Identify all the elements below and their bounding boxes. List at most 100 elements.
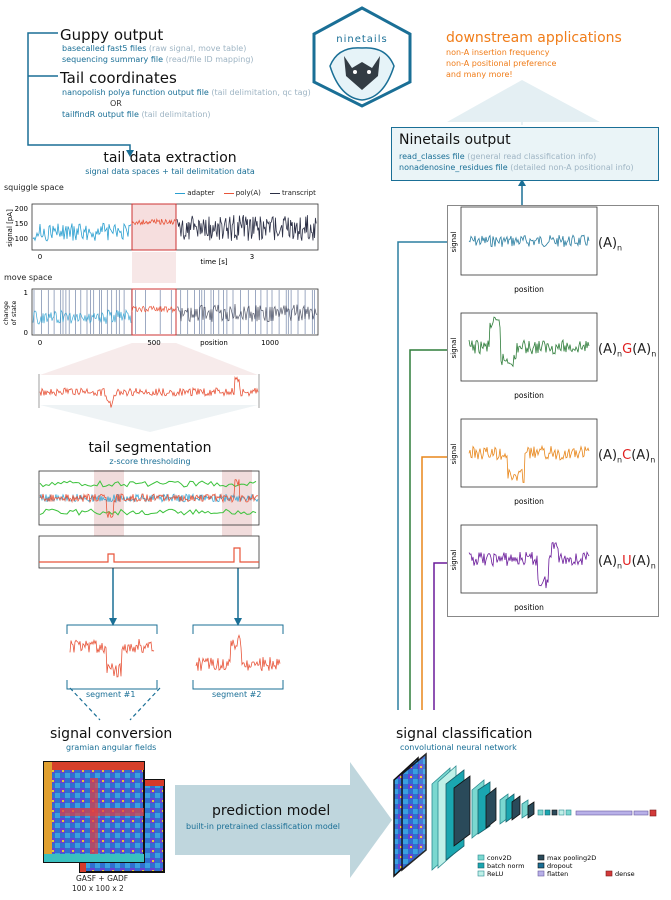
legend-swatch-adapter	[175, 192, 185, 194]
ninetails-output-line2: nonadenosine_residues file (detailed non…	[399, 163, 634, 173]
panel-label-mod: U	[622, 554, 632, 569]
panel-ylabel: signal	[450, 338, 458, 359]
legend-transcript: transcript	[282, 189, 316, 197]
squiggle-xtick-3: 3	[250, 253, 254, 261]
move-ytick-1: 1	[24, 289, 28, 297]
segmentation-subtitle: z-score thresholding	[109, 457, 191, 466]
seg1-trace-line	[69, 638, 155, 678]
zoom-trace-line	[39, 375, 259, 408]
panel-label-pre: (A)	[598, 342, 618, 357]
tail-coords-line1-note: (tail delimitation, qc tag)	[211, 88, 311, 97]
extraction-title: tail data extraction	[103, 150, 237, 166]
panel-label-pre: (A)	[598, 448, 618, 463]
ninetails-output-box: Ninetails output read_classes file (gene…	[391, 127, 659, 181]
panel-class-label: (A)nU(A)n	[598, 554, 656, 571]
ninetails-output-line1-note: (general read classification info)	[467, 152, 597, 161]
squiggle-ylabel: signal [pA]	[6, 209, 14, 247]
tail-coords-line2: tailfindR output file (tail delimitation…	[62, 110, 211, 120]
guppy-line1-main: basecalled fast5 files	[62, 44, 147, 53]
ninetails-logo: ninetails	[312, 6, 412, 108]
ninetails-output-line2-note: (detailed non-A positional info)	[510, 163, 634, 172]
prediction-title: prediction model	[212, 803, 331, 819]
move-ylabel-1: change	[2, 301, 10, 325]
cnn-diagram: conv2D batch norm ReLU max pooling2D dro…	[393, 752, 657, 878]
panel-ylabel: signal	[450, 550, 458, 571]
panel-xlabel: position	[514, 391, 544, 400]
panel-label-sub: n	[617, 455, 623, 465]
tail-coords-line2-main: tailfindR output file	[62, 110, 139, 119]
legend-swatch-polya	[223, 192, 234, 194]
mv-transcript-line	[177, 303, 318, 323]
squiggle-legend: adapter poly(A) transcript	[175, 189, 316, 197]
panel-ylabel: signal	[450, 232, 458, 253]
move-label: move space	[4, 273, 53, 282]
tail-coords-line2-note: (tail delimitation)	[141, 110, 211, 119]
cnn-legend-conv2d: conv2D	[487, 854, 512, 862]
guppy-line2: sequencing summary file (read/file ID ma…	[62, 55, 254, 65]
panel-trace	[468, 316, 590, 368]
legend-polya: poly(A)	[235, 189, 261, 197]
move-ylabel-2: of state	[10, 301, 18, 326]
panel-label-sub2: n	[650, 455, 656, 465]
classification-title: signal classification	[396, 726, 533, 742]
panel-label-sub: n	[617, 561, 623, 571]
panel-label-mod: G	[622, 342, 633, 357]
cnn-legend-batchnorm: batch norm	[487, 862, 524, 870]
panel-trace	[468, 541, 590, 589]
extraction-subtitle: signal data spaces + tail delimitation d…	[85, 167, 255, 176]
downstream-item-3: and many more!	[446, 70, 513, 79]
ninetails-output-title: Ninetails output	[399, 132, 511, 148]
guppy-line1: basecalled fast5 files (raw signal, move…	[62, 44, 246, 54]
zoomed-polya-trace	[38, 374, 260, 408]
conversion-subtitle: gramian angular fields	[66, 743, 157, 752]
panel-ylabel: signal	[450, 444, 458, 465]
panel-label-sub2: n	[651, 349, 657, 359]
ninetails-output-line2-main: nonadenosine_residues file	[399, 163, 508, 172]
move-ytick-0: 0	[24, 329, 28, 337]
segment-1-plot	[66, 624, 158, 690]
ninetails-output-line1-main: read_classes file	[399, 152, 465, 161]
panel-label-sub2: n	[650, 561, 656, 571]
panel-label-post: (A)	[631, 554, 651, 569]
legend-adapter: adapter	[187, 189, 215, 197]
panel-plot: signal position	[450, 312, 598, 400]
guppy-line2-note: (read/file ID mapping)	[165, 55, 254, 64]
mv-polya-line	[131, 305, 176, 314]
logo-text: ninetails	[336, 34, 387, 45]
squiggle-plot: 200 150 100 signal [pA] 0 3 time [s]	[6, 203, 319, 266]
panel-trace	[468, 444, 590, 483]
classification-subtitle: convolutional neural network	[400, 743, 517, 752]
segment-1-label: segment #1	[86, 690, 136, 699]
move-xlabel: position	[200, 339, 228, 347]
panel-label-pre: (A)	[598, 554, 618, 569]
sq-adapter-line	[32, 222, 132, 242]
gaf-images	[43, 761, 165, 873]
squiggle-xtick-0: 0	[38, 253, 42, 261]
legend-swatch-transcript	[269, 192, 280, 194]
panel-class-label: (A)nC(A)n	[598, 448, 655, 465]
squiggle-xlabel: time [s]	[200, 258, 227, 266]
cnn-legend-relu: ReLU	[487, 870, 504, 878]
segment-2-plot	[192, 624, 284, 690]
panel-xlabel: position	[514, 603, 544, 612]
mv-signal-line	[32, 308, 132, 325]
move-xtick-0: 0	[38, 339, 42, 347]
panel-class-label: (A)n	[598, 236, 622, 253]
move-plot: 1 0 change of state 0 500 1000 position	[2, 288, 319, 347]
seg-lower-line	[39, 508, 257, 516]
tail-coords-line1-main: nanopolish polya function output file	[62, 88, 209, 97]
cnn-legend-dropout: dropout	[547, 862, 573, 870]
seg-upper-line	[39, 480, 257, 488]
cnn-legend-maxpool: max pooling2D	[547, 854, 596, 862]
guppy-title: Guppy output	[60, 26, 164, 44]
downstream-item-1: non-A insertion frequency	[446, 48, 550, 57]
downstream-title: downstream applications	[446, 30, 622, 46]
squiggle-ytick-150: 150	[15, 220, 28, 228]
panel-label-sub: n	[617, 243, 623, 253]
squiggle-ytick-200: 200	[15, 205, 28, 213]
seg2-trace-line	[195, 634, 281, 672]
guppy-line1-note: (raw signal, move table)	[148, 44, 247, 53]
sq-transcript-line	[176, 214, 317, 241]
panel-label-mod: C	[622, 448, 632, 463]
